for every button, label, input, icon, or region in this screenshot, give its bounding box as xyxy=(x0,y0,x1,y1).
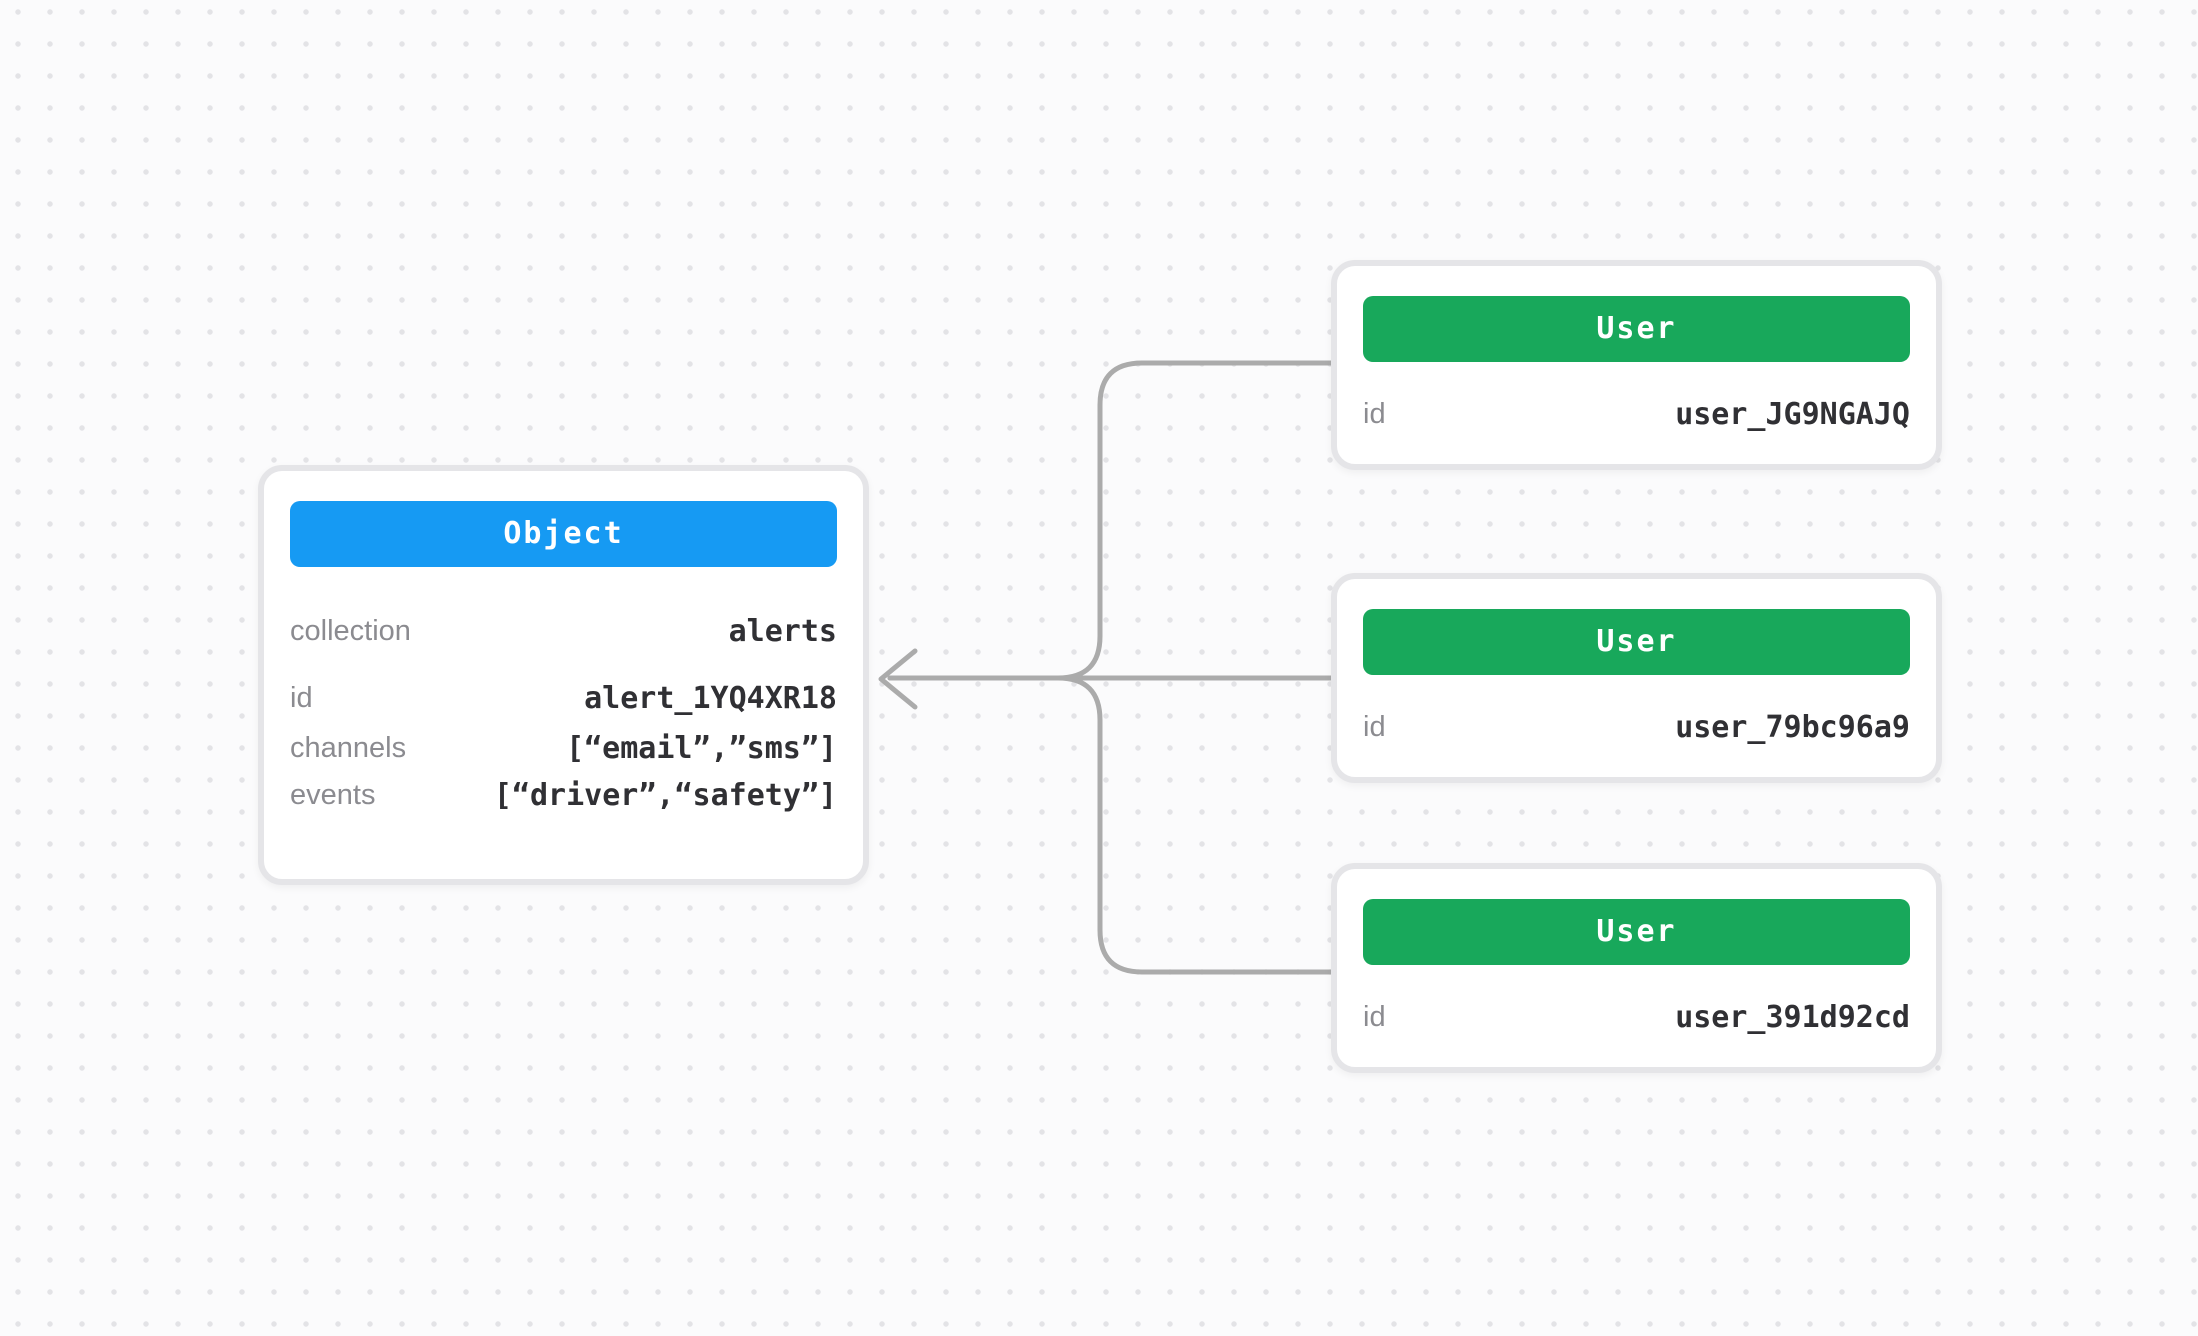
field-value-id: user_JG9NGAJQ xyxy=(1675,396,1910,432)
user-card-3-row-id: id user_391d92cd xyxy=(1363,999,1910,1035)
field-label-id: id xyxy=(1363,397,1386,430)
field-value-id: user_79bc96a9 xyxy=(1675,709,1910,745)
field-value-id: alert_1YQ4XR18 xyxy=(584,680,837,716)
connector-user1-line xyxy=(887,360,1337,681)
user-card-2-header: User xyxy=(1363,609,1910,675)
user-card-3-header: User xyxy=(1363,899,1910,965)
user-card-1-header: User xyxy=(1363,296,1910,362)
field-label-id: id xyxy=(1363,710,1386,743)
connector-user3-line xyxy=(887,675,1337,975)
user-card-2[interactable]: User id user_79bc96a9 xyxy=(1331,573,1942,783)
field-value-id: user_391d92cd xyxy=(1675,999,1910,1035)
field-label-id: id xyxy=(1363,1000,1386,1033)
field-value-channels: [“email”,”sms”] xyxy=(566,730,837,766)
object-row-id: id alert_1YQ4XR18 xyxy=(290,680,837,716)
user-card-1[interactable]: User id user_JG9NGAJQ xyxy=(1331,260,1942,470)
object-row-events: events [“driver”,“safety”] xyxy=(290,777,837,813)
object-row-collection: collection alerts xyxy=(290,613,837,649)
field-value-events: [“driver”,“safety”] xyxy=(493,777,837,813)
field-label-id: id xyxy=(290,681,313,714)
field-label-channels: channels xyxy=(290,731,407,764)
arrowhead-icon xyxy=(878,648,918,710)
object-card[interactable]: Object collection alerts id alert_1YQ4XR… xyxy=(258,465,869,885)
user-card-1-row-id: id user_JG9NGAJQ xyxy=(1363,396,1910,432)
field-value-collection: alerts xyxy=(728,613,837,649)
object-row-channels: channels [“email”,”sms”] xyxy=(290,730,837,766)
field-label-events: events xyxy=(290,778,376,811)
field-label-collection: collection xyxy=(290,614,411,647)
user-card-3[interactable]: User id user_391d92cd xyxy=(1331,863,1942,1073)
object-card-header: Object xyxy=(290,501,837,567)
user-card-2-row-id: id user_79bc96a9 xyxy=(1363,709,1910,745)
